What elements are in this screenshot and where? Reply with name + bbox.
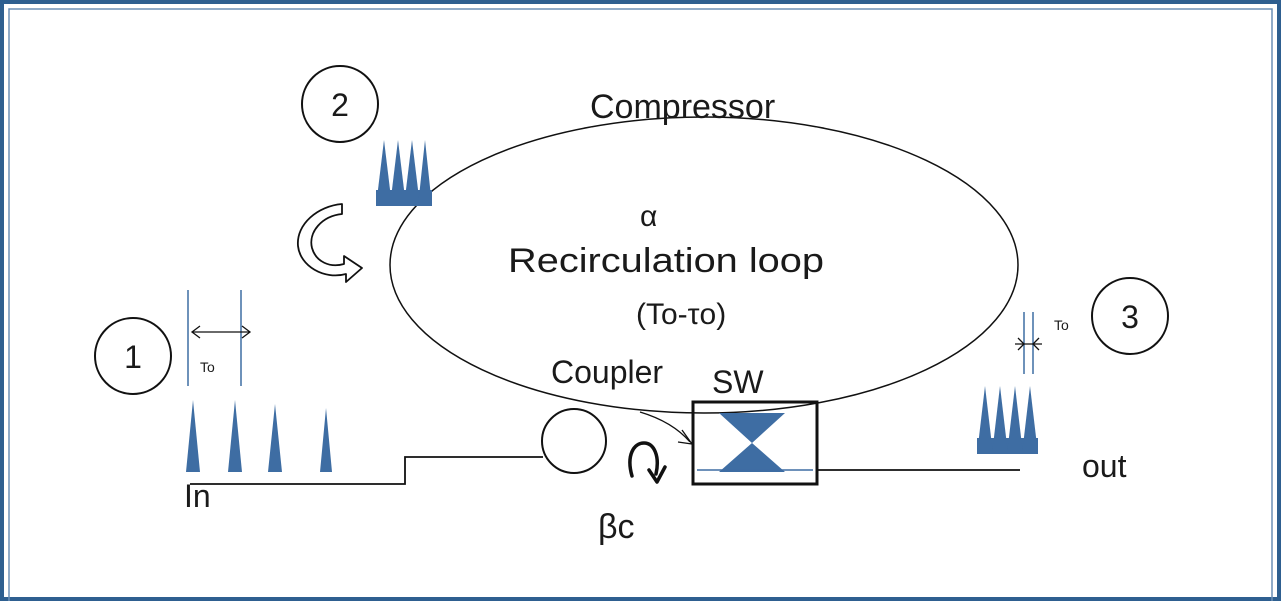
input-pulse [228,400,242,472]
compressed-pulse [404,140,420,206]
marker-2: 2 [301,65,379,143]
compressed-pulse [418,140,432,206]
input-period-label: To [200,359,215,375]
marker-1-label: 1 [124,339,142,375]
output-pulse [992,386,1008,454]
output-pulse [1022,386,1038,454]
feedback-arrow-icon [297,203,363,283]
output-period-marker [1015,312,1042,374]
inner-frame [8,8,1273,601]
marker-2-label: 2 [331,87,349,123]
coupler-label: Coupler [551,354,663,390]
input-pulse [186,400,200,472]
input-period-marker [187,290,252,386]
switch-label: SW [712,364,764,400]
output-label: out [1082,448,1127,484]
alpha-label: α [640,200,657,233]
input-pulse-train [186,400,332,472]
output-pulse [1007,386,1023,454]
compressed-pulse-train [376,140,432,206]
output-pulse-train [977,386,1038,454]
switch-hourglass-icon [719,413,785,472]
compressed-pulse [390,140,406,206]
marker-1: 1 [94,317,172,395]
marker-3: 3 [1091,277,1169,355]
coupling-ratio-label: βc [598,508,635,546]
output-period-label: To [1054,317,1069,333]
compressor-label: Compressor [590,88,775,126]
input-pulse [320,408,332,472]
switch-box [691,400,819,486]
output-pulse [977,386,993,454]
delay-label: (To-τo) [636,298,726,331]
input-line [190,456,543,485]
input-pulse [268,404,282,472]
recirculation-loop-ellipse [389,116,1019,414]
marker-3-label: 3 [1121,299,1139,335]
compressed-pulse [376,140,392,206]
loop-to-switch-arrow [639,411,691,443]
recirculation-loop-label: Recirculation loop [508,242,824,280]
coupling-arrow-icon [628,441,667,484]
coupler-circle [541,408,607,474]
